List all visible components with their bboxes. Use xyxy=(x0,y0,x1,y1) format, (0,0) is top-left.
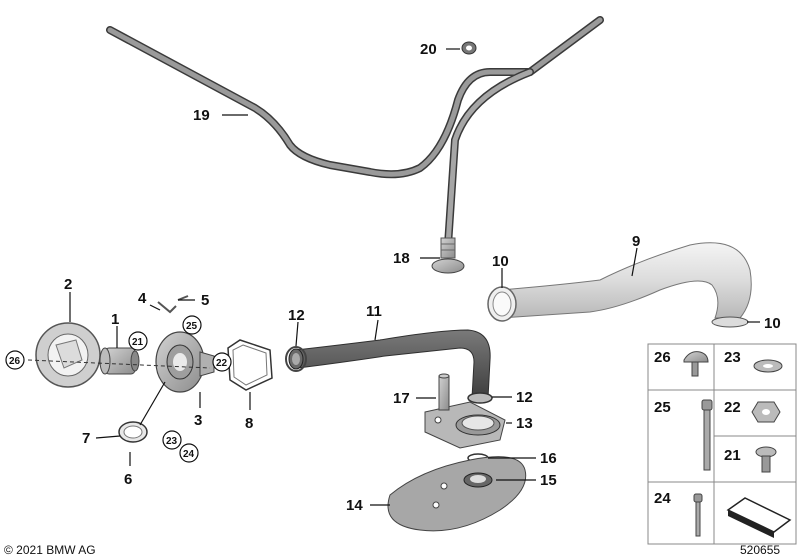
part-15-grommet xyxy=(463,472,493,488)
label-part-10-right: 10 xyxy=(764,315,781,332)
part-17-pin xyxy=(438,373,450,411)
part-12-clamp-b xyxy=(467,392,493,404)
copyright-text: © 2021 BMW AG xyxy=(4,543,96,557)
part-12-clamp-a xyxy=(285,346,307,372)
svg-text:21: 21 xyxy=(724,447,741,464)
svg-text:25: 25 xyxy=(654,399,671,416)
circled-label-25: 25 xyxy=(182,315,202,335)
part-20-nut xyxy=(461,41,477,55)
label-part-20: 20 xyxy=(420,41,437,58)
label-part-16: 16 xyxy=(540,450,557,467)
part-14-base-plate xyxy=(387,456,527,532)
circled-label-24: 24 xyxy=(179,443,199,463)
diagram-number: 520655 xyxy=(740,543,780,557)
label-part-6: 6 xyxy=(124,471,132,488)
label-part-5: 5 xyxy=(201,292,209,309)
label-part-19: 19 xyxy=(193,107,210,124)
part-1-cylinder xyxy=(99,347,140,375)
part-18-fitting xyxy=(431,237,465,274)
label-part-18: 18 xyxy=(393,250,410,267)
label-part-12-right: 12 xyxy=(516,389,533,406)
part-3-housing xyxy=(155,331,215,393)
svg-text:25: 25 xyxy=(186,321,198,332)
legend-cell-22: 22 xyxy=(724,399,781,423)
label-part-14: 14 xyxy=(346,497,363,514)
svg-text:23: 23 xyxy=(166,436,178,447)
circled-label-22: 22 xyxy=(212,352,232,372)
legend-cell-24: 24 xyxy=(654,490,703,537)
assembly-axis xyxy=(27,359,211,369)
circled-label-23: 23 xyxy=(162,430,182,450)
assembly-link xyxy=(139,381,166,426)
label-part-17: 17 xyxy=(393,390,410,407)
label-part-15: 15 xyxy=(540,472,557,489)
leader-lines xyxy=(69,48,760,506)
label-part-7: 7 xyxy=(82,430,90,447)
label-part-13: 13 xyxy=(516,415,533,432)
svg-text:24: 24 xyxy=(654,490,671,507)
legend-cell-26: 26 xyxy=(654,349,709,377)
label-part-11: 11 xyxy=(366,303,382,320)
part-19-vent-rod xyxy=(106,16,604,249)
svg-text:22: 22 xyxy=(216,358,228,369)
label-part-4: 4 xyxy=(138,290,147,307)
legend-cell-23: 23 xyxy=(724,349,783,373)
part-7-cap xyxy=(118,421,148,443)
legend-cell-21: 21 xyxy=(724,446,777,473)
svg-text:26: 26 xyxy=(654,349,671,366)
svg-text:23: 23 xyxy=(724,349,741,366)
legend-cell-25: 25 xyxy=(654,399,713,471)
svg-text:22: 22 xyxy=(724,399,741,416)
label-part-2: 2 xyxy=(64,276,72,293)
circled-label-21: 21 xyxy=(128,331,148,351)
label-part-9: 9 xyxy=(632,233,640,250)
svg-text:21: 21 xyxy=(132,337,144,348)
part-4-clip xyxy=(157,301,177,314)
svg-text:24: 24 xyxy=(183,449,195,460)
legend-arrow-icon xyxy=(726,497,792,538)
part-11-hose xyxy=(288,329,491,399)
circled-label-26: 26 xyxy=(5,350,25,370)
part-2-ring xyxy=(35,322,101,388)
label-part-12-left: 12 xyxy=(288,307,305,324)
part-13-flange xyxy=(424,401,506,449)
label-part-10-left: 10 xyxy=(492,253,509,270)
label-part-8: 8 xyxy=(245,415,253,432)
legend-grid xyxy=(647,343,797,545)
label-part-3: 3 xyxy=(194,412,202,429)
part-5-screw xyxy=(177,295,189,301)
part-8-gasket xyxy=(227,339,273,391)
label-part-1: 1 xyxy=(111,311,119,328)
svg-text:26: 26 xyxy=(9,356,21,367)
part-9-filler-pipe xyxy=(487,242,752,328)
